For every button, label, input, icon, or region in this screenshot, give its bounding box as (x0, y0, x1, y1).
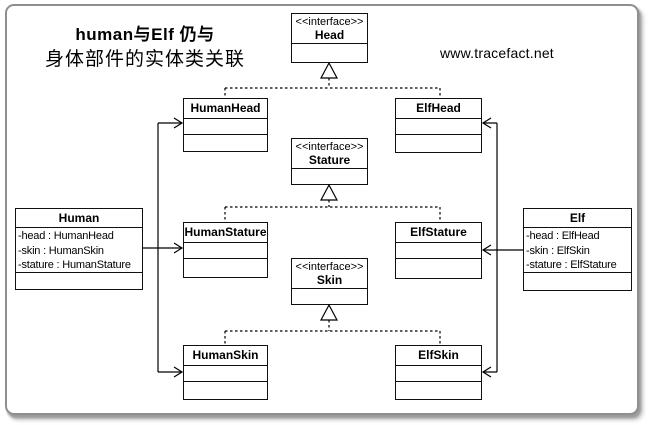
class-name: HumanSkin (184, 346, 267, 366)
interface-name: Stature (308, 153, 351, 167)
interface-skin-title: <<interface>> Skin (292, 259, 367, 289)
field-head: -head : HumanHead (18, 230, 114, 242)
class-name: HumanStature (184, 223, 267, 243)
stereotype-label: <<interface>> (295, 141, 364, 153)
class-elfstature[interactable]: ElfStature (395, 222, 482, 279)
fields-compartment: -head : HumanHead -skin : HumanSkin -sta… (16, 228, 142, 273)
empty-compartment (396, 243, 481, 259)
class-humanhead[interactable]: HumanHead (183, 98, 268, 152)
field-stature: -stature : ElfStature (526, 259, 617, 272)
watermark-url: www.tracefact.net (440, 45, 554, 61)
class-human[interactable]: Human -head : HumanHead -skin : HumanSki… (15, 208, 143, 290)
interface-name: Head (314, 28, 345, 42)
empty-compartment (292, 289, 367, 304)
class-name: HumanHead (184, 99, 267, 119)
field-skin: -skin : ElfSkin (526, 244, 590, 257)
empty-compartment (184, 382, 267, 399)
interface-stature-title: <<interface>> Stature (292, 139, 367, 169)
field-stature: -stature : HumanStature (18, 259, 131, 272)
interface-stature[interactable]: <<interface>> Stature (291, 138, 368, 185)
empty-compartment (184, 259, 267, 277)
interface-skin[interactable]: <<interface>> Skin (291, 258, 368, 305)
empty-compartment (396, 119, 481, 135)
diagram-title: human与Elf 仍与 身体部件的实体类关联 (30, 24, 260, 73)
class-elfhead[interactable]: ElfHead (395, 98, 482, 153)
empty-compartment (184, 243, 267, 259)
stereotype-label: <<interface>> (295, 16, 364, 28)
empty-compartment (292, 44, 367, 62)
class-elf[interactable]: Elf -head : ElfHead -skin : ElfSkin -sta… (523, 208, 632, 291)
field-head: -head : ElfHead (526, 230, 600, 242)
stereotype-label: <<interface>> (295, 261, 364, 273)
class-name: ElfHead (396, 99, 481, 119)
class-humanstature[interactable]: HumanStature (183, 222, 268, 278)
empty-compartment (396, 382, 481, 399)
interface-head[interactable]: <<interface>> Head (291, 13, 368, 63)
fields-compartment: -head : ElfHead -skin : ElfSkin -stature… (524, 228, 631, 273)
empty-compartment (184, 135, 267, 151)
interface-name: Skin (316, 273, 343, 287)
class-humanskin[interactable]: HumanSkin (183, 345, 268, 400)
diagram-title-line1: human与Elf 仍与 (75, 25, 215, 44)
class-name: ElfStature (396, 223, 481, 243)
class-name: ElfSkin (396, 346, 481, 366)
empty-compartment (396, 366, 481, 382)
empty-compartment (524, 273, 631, 290)
class-name: Elf (524, 209, 631, 228)
class-elfskin[interactable]: ElfSkin (395, 345, 482, 400)
empty-compartment (184, 366, 267, 382)
empty-compartment (396, 259, 481, 278)
field-skin: -skin : HumanSkin (18, 244, 104, 257)
interface-head-title: <<interface>> Head (292, 14, 367, 44)
class-name: Human (16, 209, 142, 228)
empty-compartment (292, 169, 367, 184)
empty-compartment (16, 273, 142, 289)
empty-compartment (396, 135, 481, 152)
diagram-title-line2: 身体部件的实体类关联 (44, 48, 245, 70)
empty-compartment (184, 119, 267, 135)
